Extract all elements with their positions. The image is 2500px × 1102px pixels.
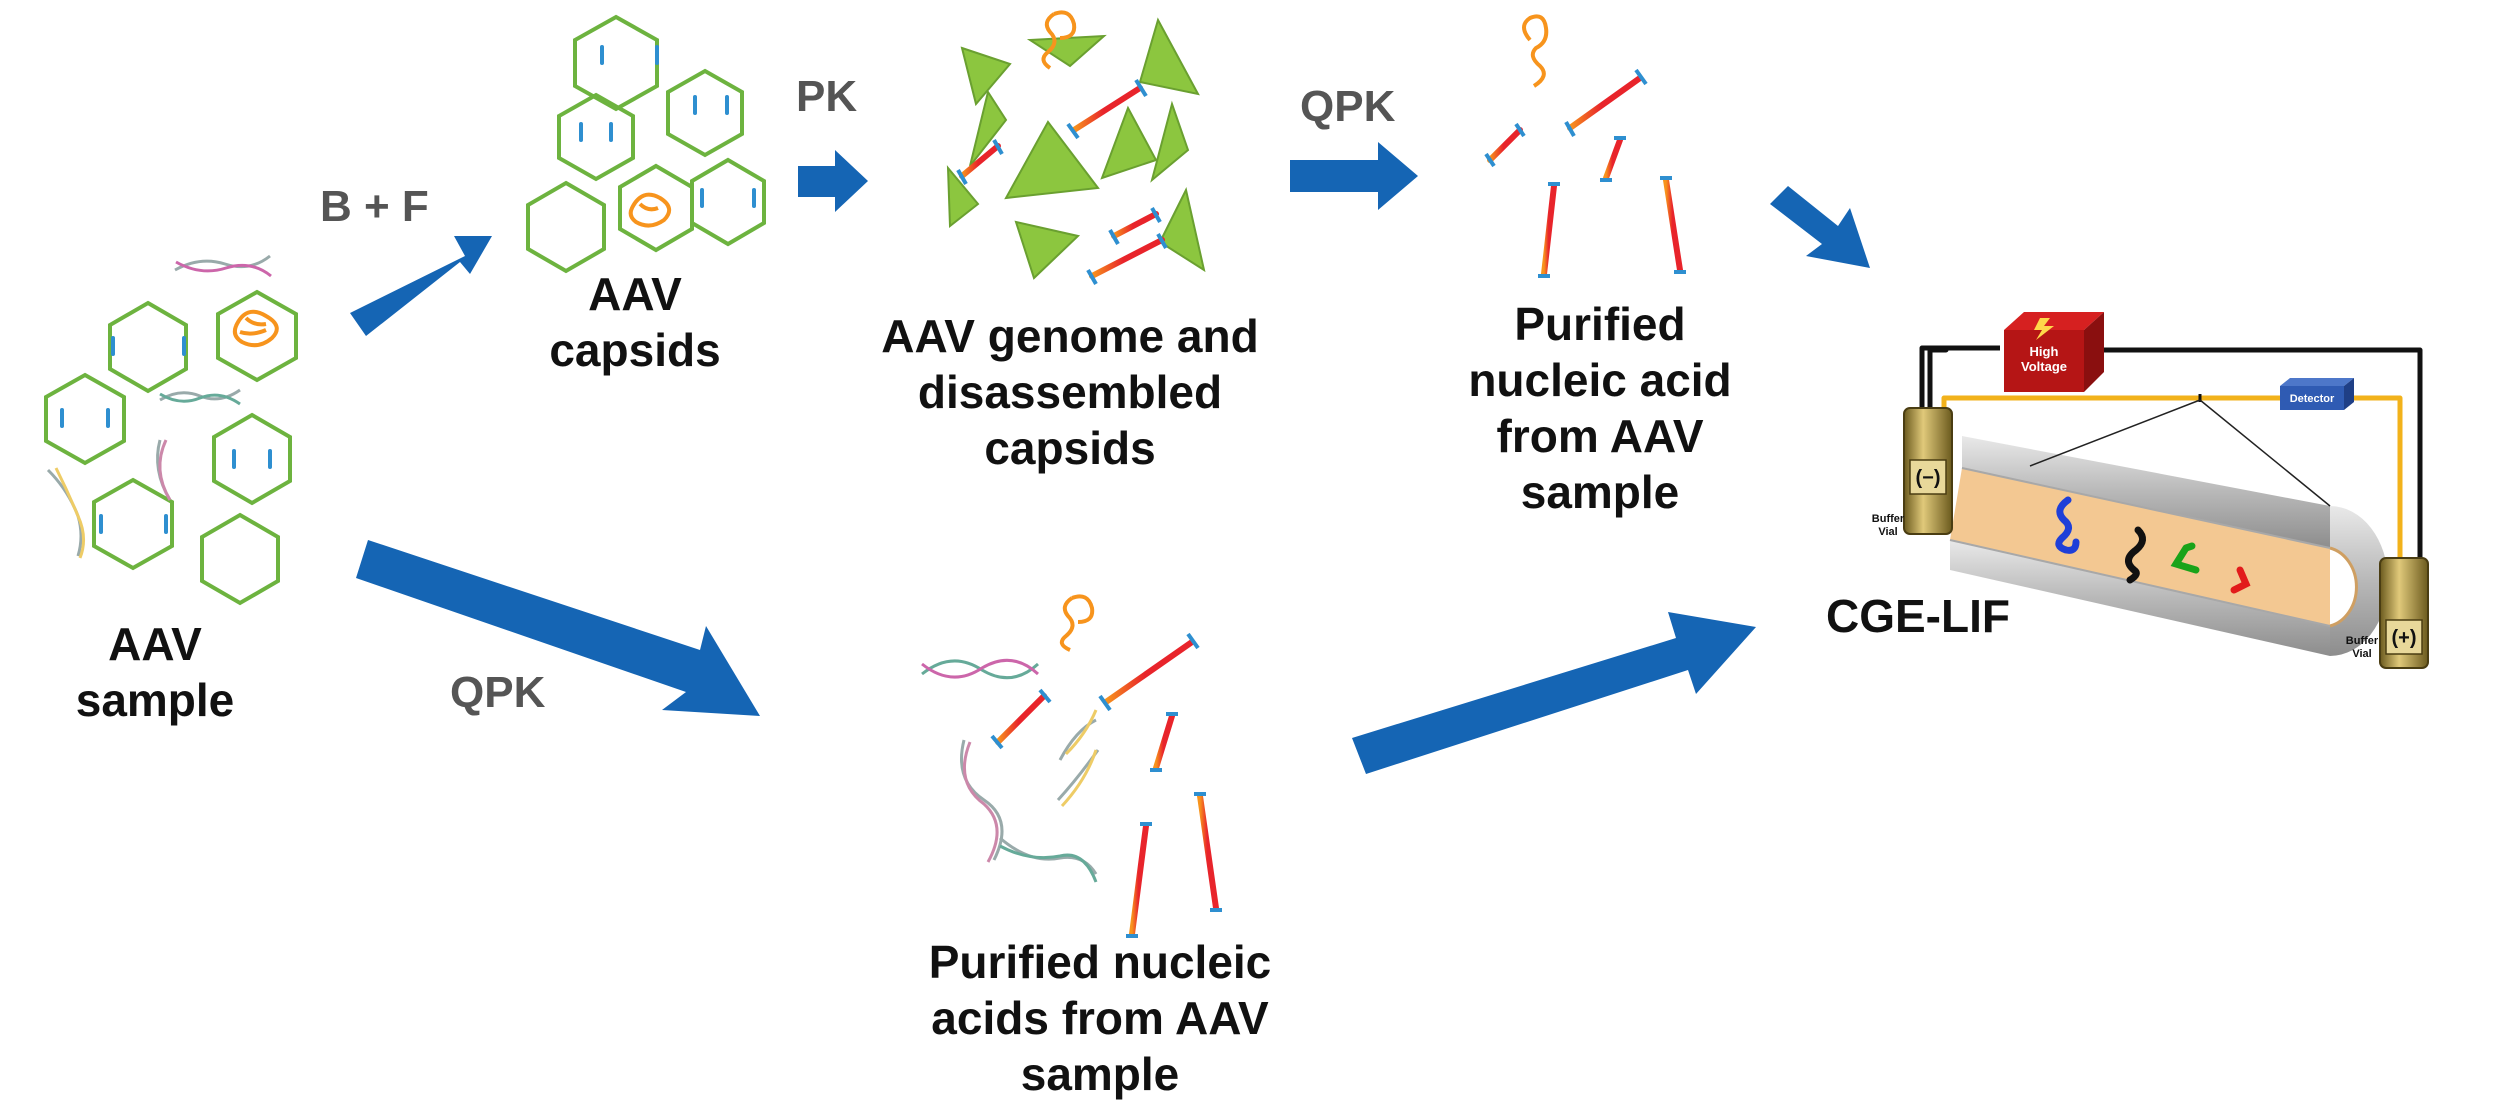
step-qpk-bottom-label: QPK [450, 668, 546, 717]
label-line: nucleic acid [1468, 354, 1732, 407]
genome-inside-capsid [579, 45, 756, 208]
genome-cap [956, 78, 1168, 285]
arrow-qpk-bottom [356, 540, 760, 716]
genome-cap [990, 632, 1222, 938]
aav-capsids-group [526, 14, 766, 274]
dna-helix [921, 658, 1100, 883]
genome-inside-capsid [60, 336, 272, 534]
label-line: capsids [549, 324, 721, 377]
plus-terminal: (+) [2392, 627, 2417, 649]
label-line: AAV genome and [881, 310, 1259, 362]
step-pk-label: PK [796, 72, 858, 121]
detector-text: Detector [2290, 393, 2335, 405]
purified-acid-top-group [1484, 14, 1686, 278]
aav-sample-group [44, 254, 298, 606]
label-line: sample [75, 674, 235, 727]
minus-terminal: (−) [1916, 467, 1941, 489]
step-qpk-top-label: QPK [1300, 82, 1396, 131]
dna-helix [46, 254, 272, 559]
arrow-to-cge [1352, 612, 1756, 774]
label-cge-lif: CGE-LIF [1826, 590, 2010, 642]
arrow-qpk-top [1290, 142, 1418, 210]
separating-molecules [2055, 496, 2251, 594]
genome-strand [1487, 75, 1683, 277]
label-line: from AAV [1496, 410, 1704, 463]
label-line: disassembled [917, 366, 1223, 419]
label-line: Purified nucleic [928, 936, 1272, 988]
label-line: sample [1020, 1048, 1180, 1101]
loose-protein [1041, 10, 1077, 70]
label-line: sample [1520, 466, 1680, 519]
step-bf-label: B + F [320, 182, 429, 231]
label-line: acids from AAV [931, 992, 1269, 1045]
folded-protein [232, 309, 279, 348]
folded-protein [628, 192, 672, 228]
arrow-bf [350, 236, 492, 336]
label-line: AAV [588, 268, 682, 320]
capsid-fragment [946, 17, 1206, 280]
capsid-hexagon [526, 14, 766, 274]
genome-cap [1484, 68, 1686, 278]
detector-box: Detector [2280, 378, 2354, 410]
arrow-pk [798, 150, 868, 212]
genome-strand [995, 639, 1219, 937]
purified-acids-bottom-group [921, 594, 1222, 938]
capsid-hexagon [44, 289, 298, 606]
label-line: AAV [108, 618, 202, 670]
arrow-to-instrument [1770, 186, 1870, 268]
capillary-tube [1949, 399, 2388, 656]
genome-fragments-group [946, 10, 1206, 285]
loose-protein [1522, 14, 1549, 88]
loose-protein [1059, 594, 1095, 652]
label-line: capsids [984, 422, 1156, 475]
genome-strand [959, 85, 1165, 279]
label-line: Purified [1514, 298, 1686, 350]
arrows [350, 142, 1870, 774]
